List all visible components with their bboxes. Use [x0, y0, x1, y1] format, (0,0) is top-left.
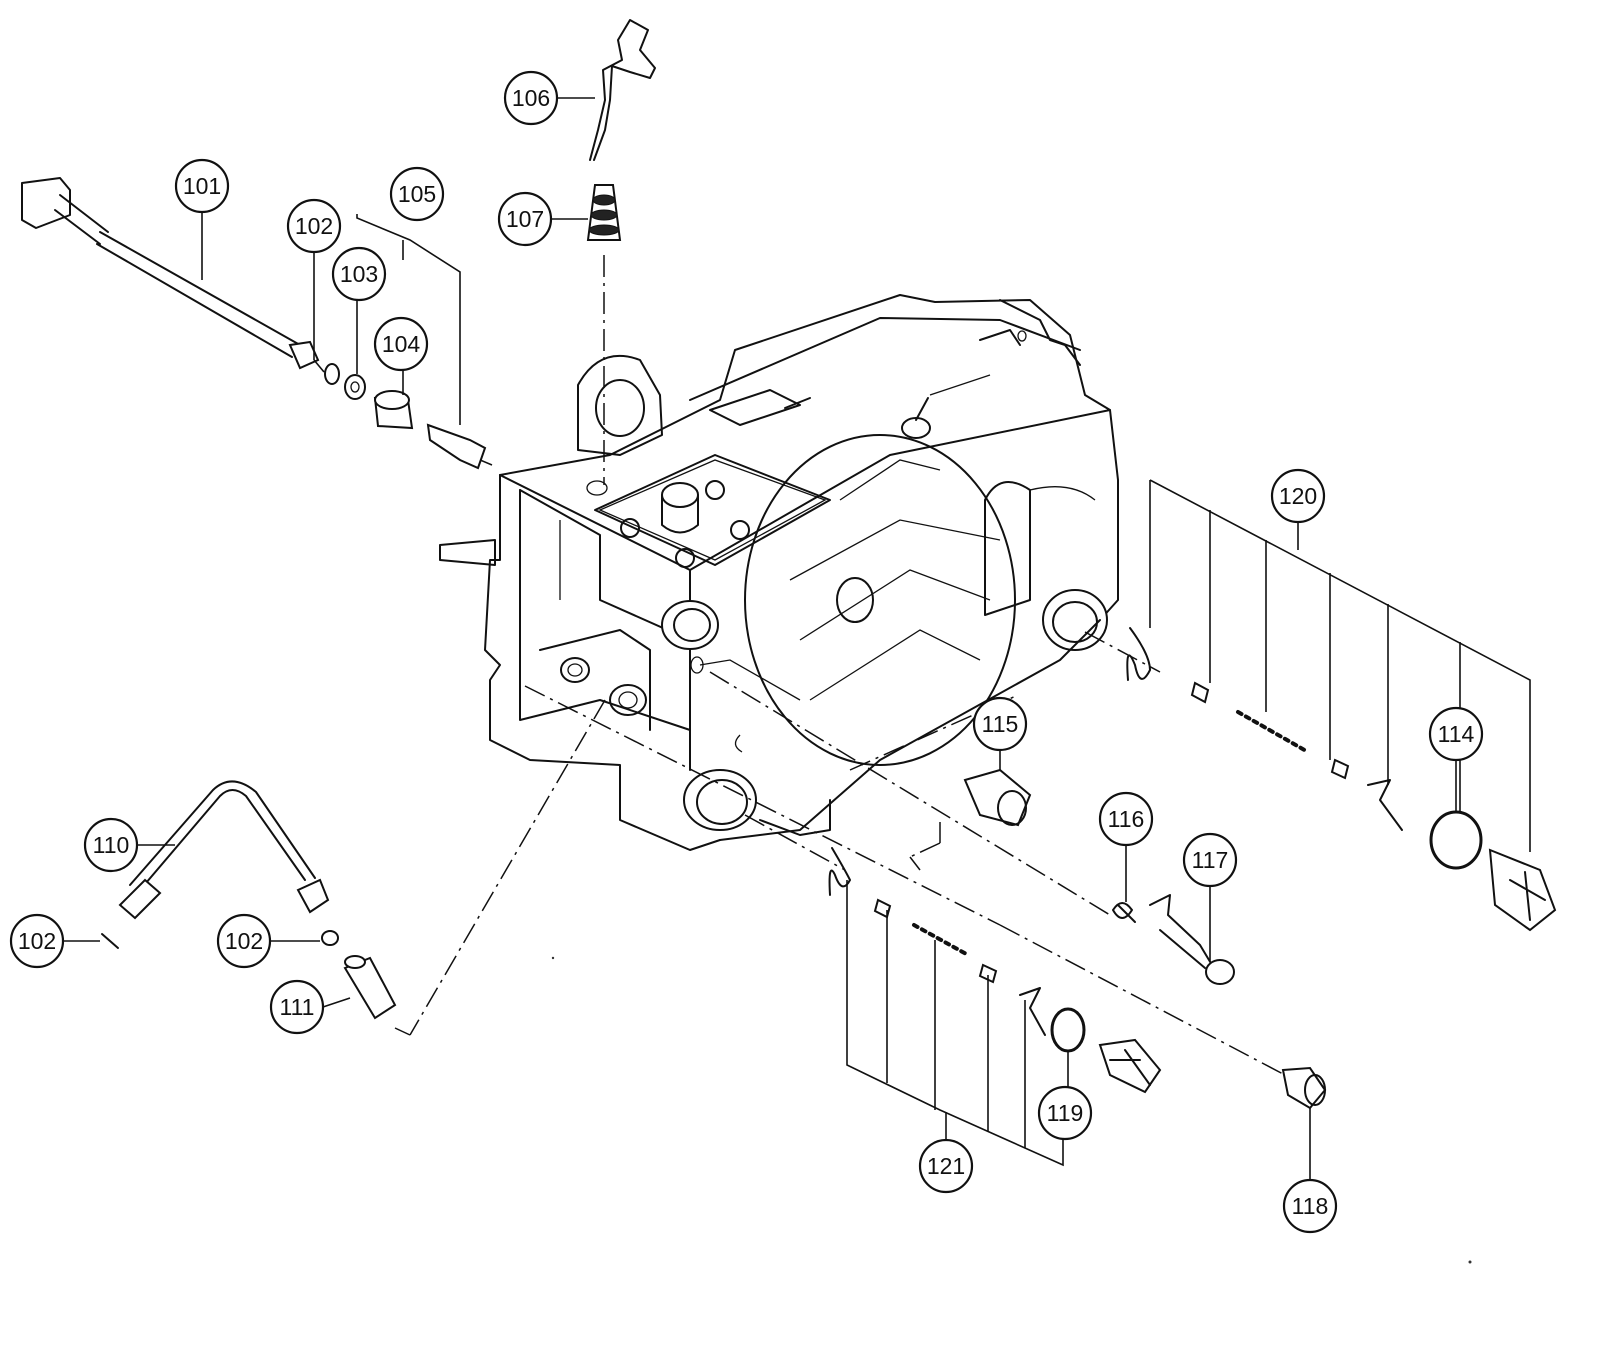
callout-114: 114: [1428, 706, 1484, 762]
callout-117: 117: [1182, 832, 1238, 888]
callout-label: 102: [225, 928, 263, 954]
callout-label: 118: [1292, 1193, 1329, 1219]
washer-part-103: [344, 374, 366, 400]
speck-mark: [551, 956, 555, 960]
o-ring-part-119: [1050, 1007, 1086, 1053]
callout-121: 121: [918, 1138, 974, 1194]
callout-label: 101: [183, 173, 221, 199]
callout-label: 116: [1108, 806, 1145, 832]
callout-116: 116: [1098, 791, 1154, 847]
leader-lines: [63, 97, 1531, 1180]
centerlines: [394, 255, 1286, 1076]
callout-102-b: 102: [9, 913, 65, 969]
bushing-part-104: [373, 390, 414, 430]
callout-label: 103: [340, 261, 378, 287]
plug-part-118: [1281, 1066, 1327, 1110]
callout-label: 106: [512, 85, 550, 111]
clip-group-part-120: [1126, 627, 1403, 831]
callout-101: 101: [174, 158, 230, 214]
callout-label: 102: [18, 928, 56, 954]
o-ring-part-102b: [321, 930, 339, 946]
transmission-housing: [439, 294, 1119, 851]
callout-103: 103: [331, 246, 387, 302]
callout-119: 119: [1037, 1085, 1093, 1141]
callout-label: 104: [382, 331, 421, 357]
plug-part-121: [1098, 1038, 1162, 1094]
callout-102-c: 102: [216, 913, 272, 969]
callout-label: 105: [398, 181, 436, 207]
o-ring-part-114: [1429, 810, 1483, 870]
pin-part-102: [101, 933, 119, 949]
callout-104: 104: [373, 316, 429, 372]
callout-107: 107: [497, 191, 553, 247]
lever-part-117: [1149, 894, 1235, 985]
callout-106: 106: [503, 70, 559, 126]
plug-part-114: [1488, 848, 1557, 932]
clip-group-part-121: [828, 847, 1046, 1036]
wire-spring-part-106: [589, 19, 656, 161]
o-ring-part-102: [324, 363, 340, 385]
callout-label: 119: [1047, 1100, 1084, 1126]
callout-label: 110: [93, 832, 130, 858]
shaft-end-part-105: [426, 423, 487, 470]
callout-105: 105: [389, 166, 445, 222]
callout-120: 120: [1270, 468, 1326, 524]
callout-118: 118: [1282, 1178, 1338, 1234]
callout-label: 117: [1192, 847, 1229, 873]
callout-label: 120: [1279, 483, 1317, 509]
callout-label: 121: [927, 1153, 965, 1179]
spring-part-116: [1112, 902, 1136, 923]
callout-110: 110: [83, 817, 139, 873]
callout-label: 111: [280, 994, 315, 1020]
callout-label: 115: [982, 711, 1019, 737]
callout-label: 102: [295, 213, 333, 239]
rubber-boot-part-107: [586, 184, 622, 241]
filter-part-111: [343, 955, 397, 1020]
callout-102-a: 102: [286, 198, 342, 254]
callout-111: 111: [269, 979, 325, 1035]
oil-pipe-part-110: [118, 780, 330, 920]
speck-mark: [1468, 1260, 1472, 1264]
callout-label: 107: [506, 206, 544, 232]
sleeve-part-115: [963, 768, 1032, 827]
callout-115: 115: [972, 696, 1028, 752]
shift-rod-part-101: [21, 177, 320, 370]
callout-label: 114: [1438, 721, 1475, 747]
